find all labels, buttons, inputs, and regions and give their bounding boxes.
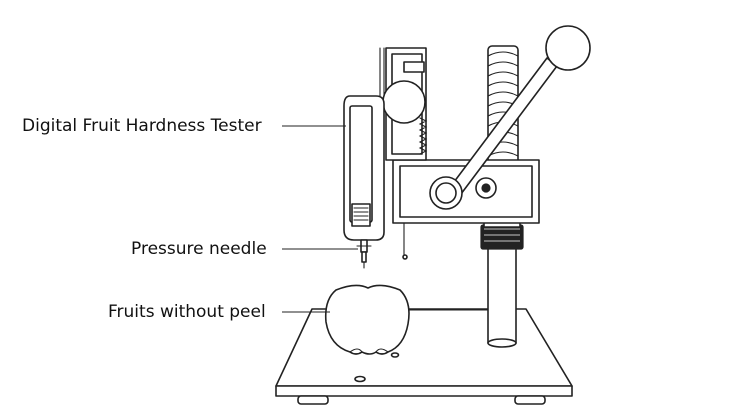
digital-gauge [343, 95, 385, 241]
base-plate [275, 308, 573, 405]
label-digital-fruit-hardness-tester: Digital Fruit Hardness Tester [22, 116, 262, 136]
rack-shaft [379, 47, 428, 260]
lever-arm [429, 25, 591, 210]
pressure-needle [356, 239, 372, 269]
label-pressure-needle: Pressure needle [131, 239, 267, 259]
upper-knob [382, 80, 426, 124]
label-fruits-without-peel: Fruits without peel [108, 302, 266, 322]
fruit [324, 284, 410, 355]
support-column [480, 218, 524, 348]
